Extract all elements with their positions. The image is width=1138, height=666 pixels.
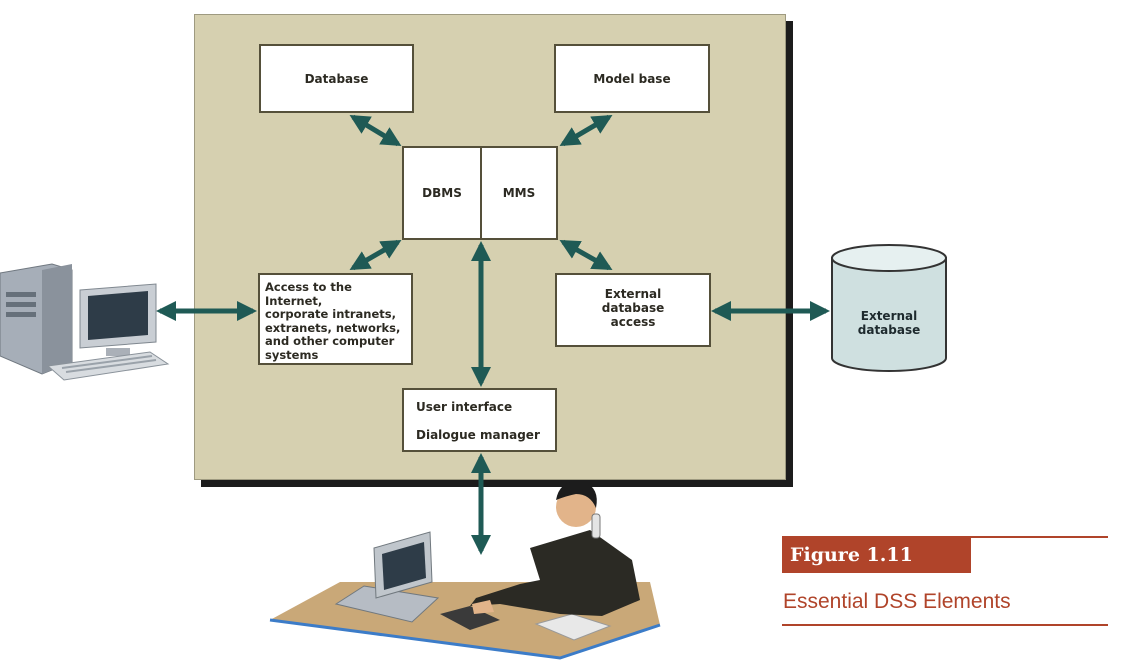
caption-rule-bottom (782, 624, 1108, 626)
figure-caption: Essential DSS Elements (783, 590, 1011, 613)
dbms-box: DBMS (402, 146, 482, 240)
access-line: systems (265, 347, 319, 362)
user-at-desk-icon (269, 481, 661, 660)
mms-label: MMS (502, 186, 536, 200)
external-access-line: External (604, 287, 662, 301)
figure-number: Figure 1.11 (782, 538, 971, 573)
caption-rule-top (782, 536, 1108, 538)
external-database-access-box: External database access (555, 273, 711, 347)
database-label: Database (304, 71, 369, 86)
access-line: Access to the Internet, (265, 280, 352, 308)
mms-box: MMS (480, 146, 558, 240)
dbms-label: DBMS (422, 186, 462, 200)
access-line: extranets, networks, (265, 320, 401, 335)
user-interface-box: User interface Dialogue manager (402, 388, 557, 452)
external-database-label: External database (832, 309, 946, 337)
network-access-box: Access to the Internet, corporate intran… (258, 273, 413, 365)
user-interface-label: User interface (416, 400, 513, 414)
external-database-cylinder-icon (831, 244, 947, 372)
mms-external-arrow (559, 239, 613, 271)
model-base-box: Model base (554, 44, 710, 113)
external-access-line: database (601, 301, 665, 315)
external-db-line: External (860, 309, 918, 323)
database-box: Database (259, 44, 414, 113)
external-access-line: access (610, 315, 656, 329)
model-base-label: Model base (593, 71, 671, 86)
model-mms-arrow (559, 114, 613, 147)
access-line: and other computer (265, 334, 395, 348)
dbms-access-arrow (349, 239, 402, 271)
dialogue-manager-label: Dialogue manager (416, 428, 540, 442)
external-db-line: database (857, 323, 921, 337)
desktop-computer-icon (0, 263, 170, 381)
database-dbms-arrow (349, 114, 402, 147)
access-line: corporate intranets, (265, 307, 397, 321)
